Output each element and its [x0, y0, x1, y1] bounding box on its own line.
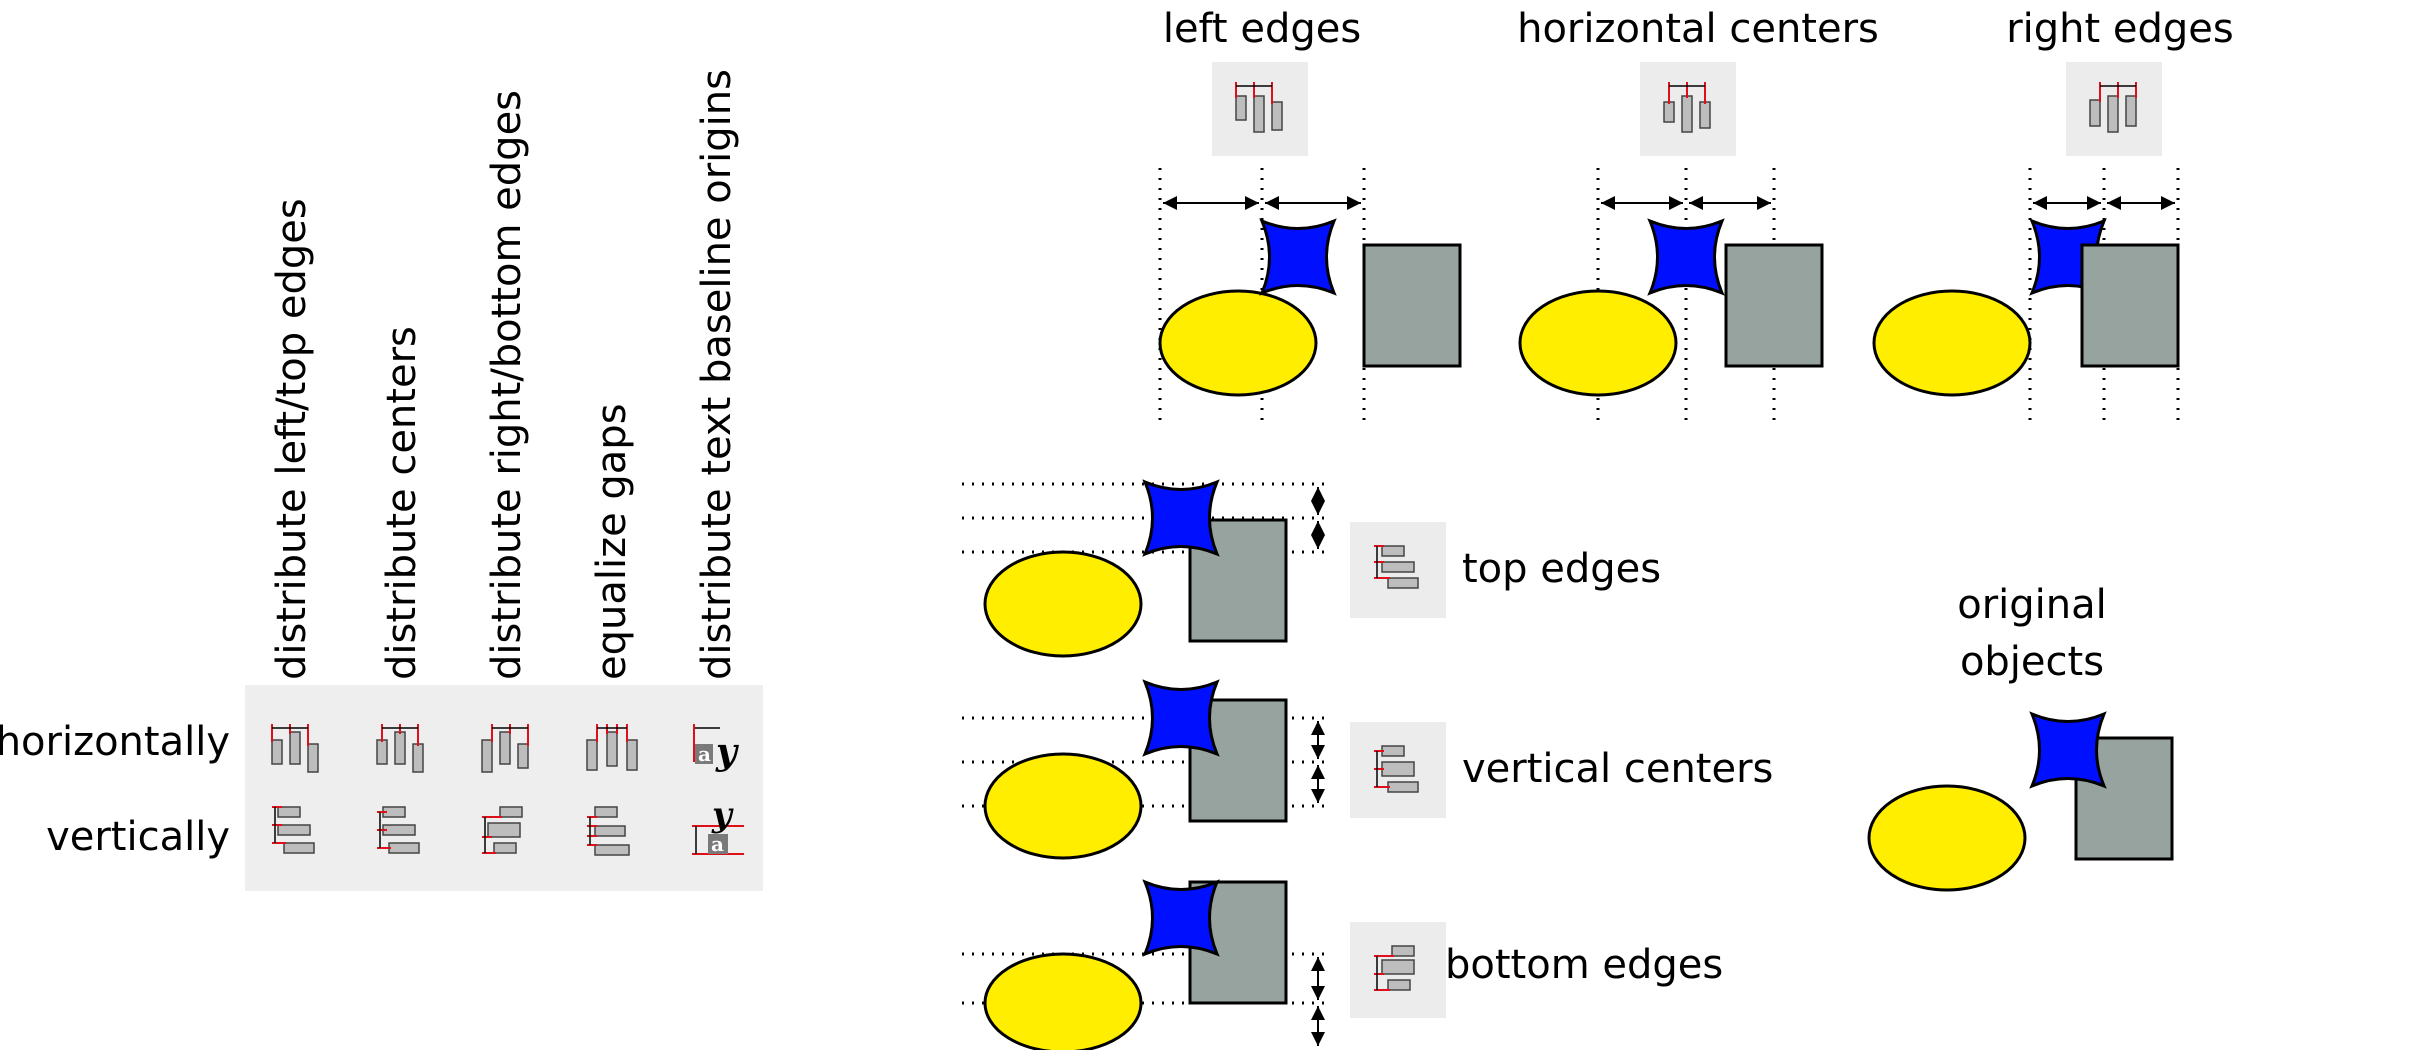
- col-header-distribute-centers: distribute centers: [379, 326, 425, 680]
- yellow-ellipse: [983, 752, 1143, 860]
- yellow-ellipse: [1158, 289, 1318, 397]
- distribute-bottom-edges-vertically-button[interactable]: [482, 806, 523, 854]
- example-label-horizontal-centers: horizontal centers: [1517, 6, 1879, 52]
- glyph-a-vertical: a: [711, 832, 724, 856]
- align-left-edges-button[interactable]: [1212, 62, 1308, 156]
- example-label-top-edges: top edges: [1462, 546, 1661, 592]
- blue-star: [1143, 680, 1219, 756]
- example-bottom-edges: bottom edges: [962, 880, 1723, 1050]
- example-label-vertical-centers: vertical centers: [1462, 746, 1773, 792]
- distribute-centers-vertically-button[interactable]: [377, 806, 420, 854]
- distribute-bottom-edges-vertical-icon: [482, 806, 523, 854]
- distribute-top-edges-vertically-button[interactable]: [272, 806, 315, 854]
- row-label-horizontally: horizontally: [0, 719, 230, 765]
- left-edges-icon: [1235, 82, 1283, 133]
- gray-rectangle: [1724, 243, 1824, 368]
- distribute-right-edges-horizontal-icon: [481, 724, 529, 773]
- equalize-gaps-horizontally-button[interactable]: [586, 724, 638, 771]
- example-top-edges: top edges: [962, 480, 1661, 658]
- distribute-centers-horizontally-button[interactable]: [376, 724, 424, 773]
- align-vertical-centers-button[interactable]: [1350, 722, 1446, 818]
- distribute-centers-horizontal-icon: [376, 724, 424, 773]
- original-objects: original objects: [1867, 582, 2174, 892]
- distribute-buttons-background: [245, 685, 763, 891]
- row-label-vertically: vertically: [46, 814, 230, 860]
- example-label-left-edges: left edges: [1163, 6, 1361, 52]
- original-objects-label-line1: original: [1957, 582, 2107, 628]
- yellow-ellipse: [983, 952, 1143, 1050]
- distribute-panel: distribute left/top edges distribute cen…: [0, 69, 763, 891]
- col-header-distribute-text-baseline-origins: distribute text baseline origins: [694, 69, 740, 680]
- example-horizontal-centers: horizontal centers: [1517, 6, 1879, 420]
- vertical-distribution-examples: top edges: [962, 480, 1773, 1050]
- blue-star: [2030, 712, 2106, 788]
- col-header-distribute-left-top-edges: distribute left/top edges: [269, 198, 315, 680]
- equalize-gaps-horizontal-icon: [586, 724, 638, 771]
- align-bottom-edges-button[interactable]: [1350, 922, 1446, 1018]
- blue-star: [1143, 480, 1219, 556]
- align-top-edges-button[interactable]: [1350, 522, 1446, 618]
- yellow-ellipse: [1867, 784, 2027, 892]
- equalize-gaps-vertically-button[interactable]: [587, 806, 630, 856]
- distribute-baselines-vertical-icon: y a: [692, 795, 744, 856]
- distribute-top-edges-vertical-icon: [272, 806, 315, 854]
- example-right-edges: right edges: [1872, 6, 2234, 420]
- distribute-centers-vertical-icon: [377, 806, 420, 854]
- glyph-a: a: [698, 742, 711, 766]
- horizontal-centers-icon: [1663, 82, 1711, 133]
- blue-star: [1143, 880, 1219, 956]
- gray-rectangle: [1362, 243, 1462, 368]
- distribute-baselines-horizontal-icon: a y: [693, 724, 739, 773]
- align-horizontal-centers-button[interactable]: [1640, 62, 1736, 156]
- horizontal-distribution-examples: left edges: [1158, 6, 2234, 420]
- yellow-ellipse: [1872, 289, 2032, 397]
- example-label-bottom-edges: bottom edges: [1445, 942, 1723, 988]
- glyph-y: y: [715, 731, 739, 773]
- distribute-baselines-horizontally-button[interactable]: a y: [693, 724, 739, 773]
- col-header-distribute-right-bottom-edges: distribute right/bottom edges: [484, 90, 530, 680]
- bottom-edges-icon: [1374, 945, 1415, 991]
- top-edges-icon: [1374, 545, 1419, 589]
- original-objects-label-line2: objects: [1960, 639, 2104, 685]
- yellow-ellipse: [1518, 289, 1678, 397]
- distribute-left-edges-horizontally-button[interactable]: [271, 724, 319, 773]
- right-edges-icon: [2089, 82, 2137, 133]
- blue-star: [1648, 219, 1724, 295]
- gray-rectangle: [2080, 243, 2180, 368]
- distribute-left-edges-horizontal-icon: [271, 724, 319, 773]
- example-left-edges: left edges: [1158, 6, 1462, 420]
- equalize-gaps-vertical-icon: [587, 806, 630, 856]
- yellow-ellipse: [983, 550, 1143, 658]
- align-right-edges-button[interactable]: [2066, 62, 2162, 156]
- col-header-equalize-gaps: equalize gaps: [589, 403, 635, 680]
- example-vertical-centers: vertical centers: [962, 680, 1773, 860]
- example-label-right-edges: right edges: [2006, 6, 2234, 52]
- distribute-right-edges-horizontally-button[interactable]: [481, 724, 529, 773]
- glyph-y-vertical: y: [711, 795, 734, 835]
- blue-star: [1260, 219, 1336, 295]
- gray-rectangle: [2074, 736, 2174, 861]
- vertical-centers-icon: [1374, 745, 1419, 793]
- distribute-baselines-vertically-button[interactable]: y a: [692, 795, 744, 856]
